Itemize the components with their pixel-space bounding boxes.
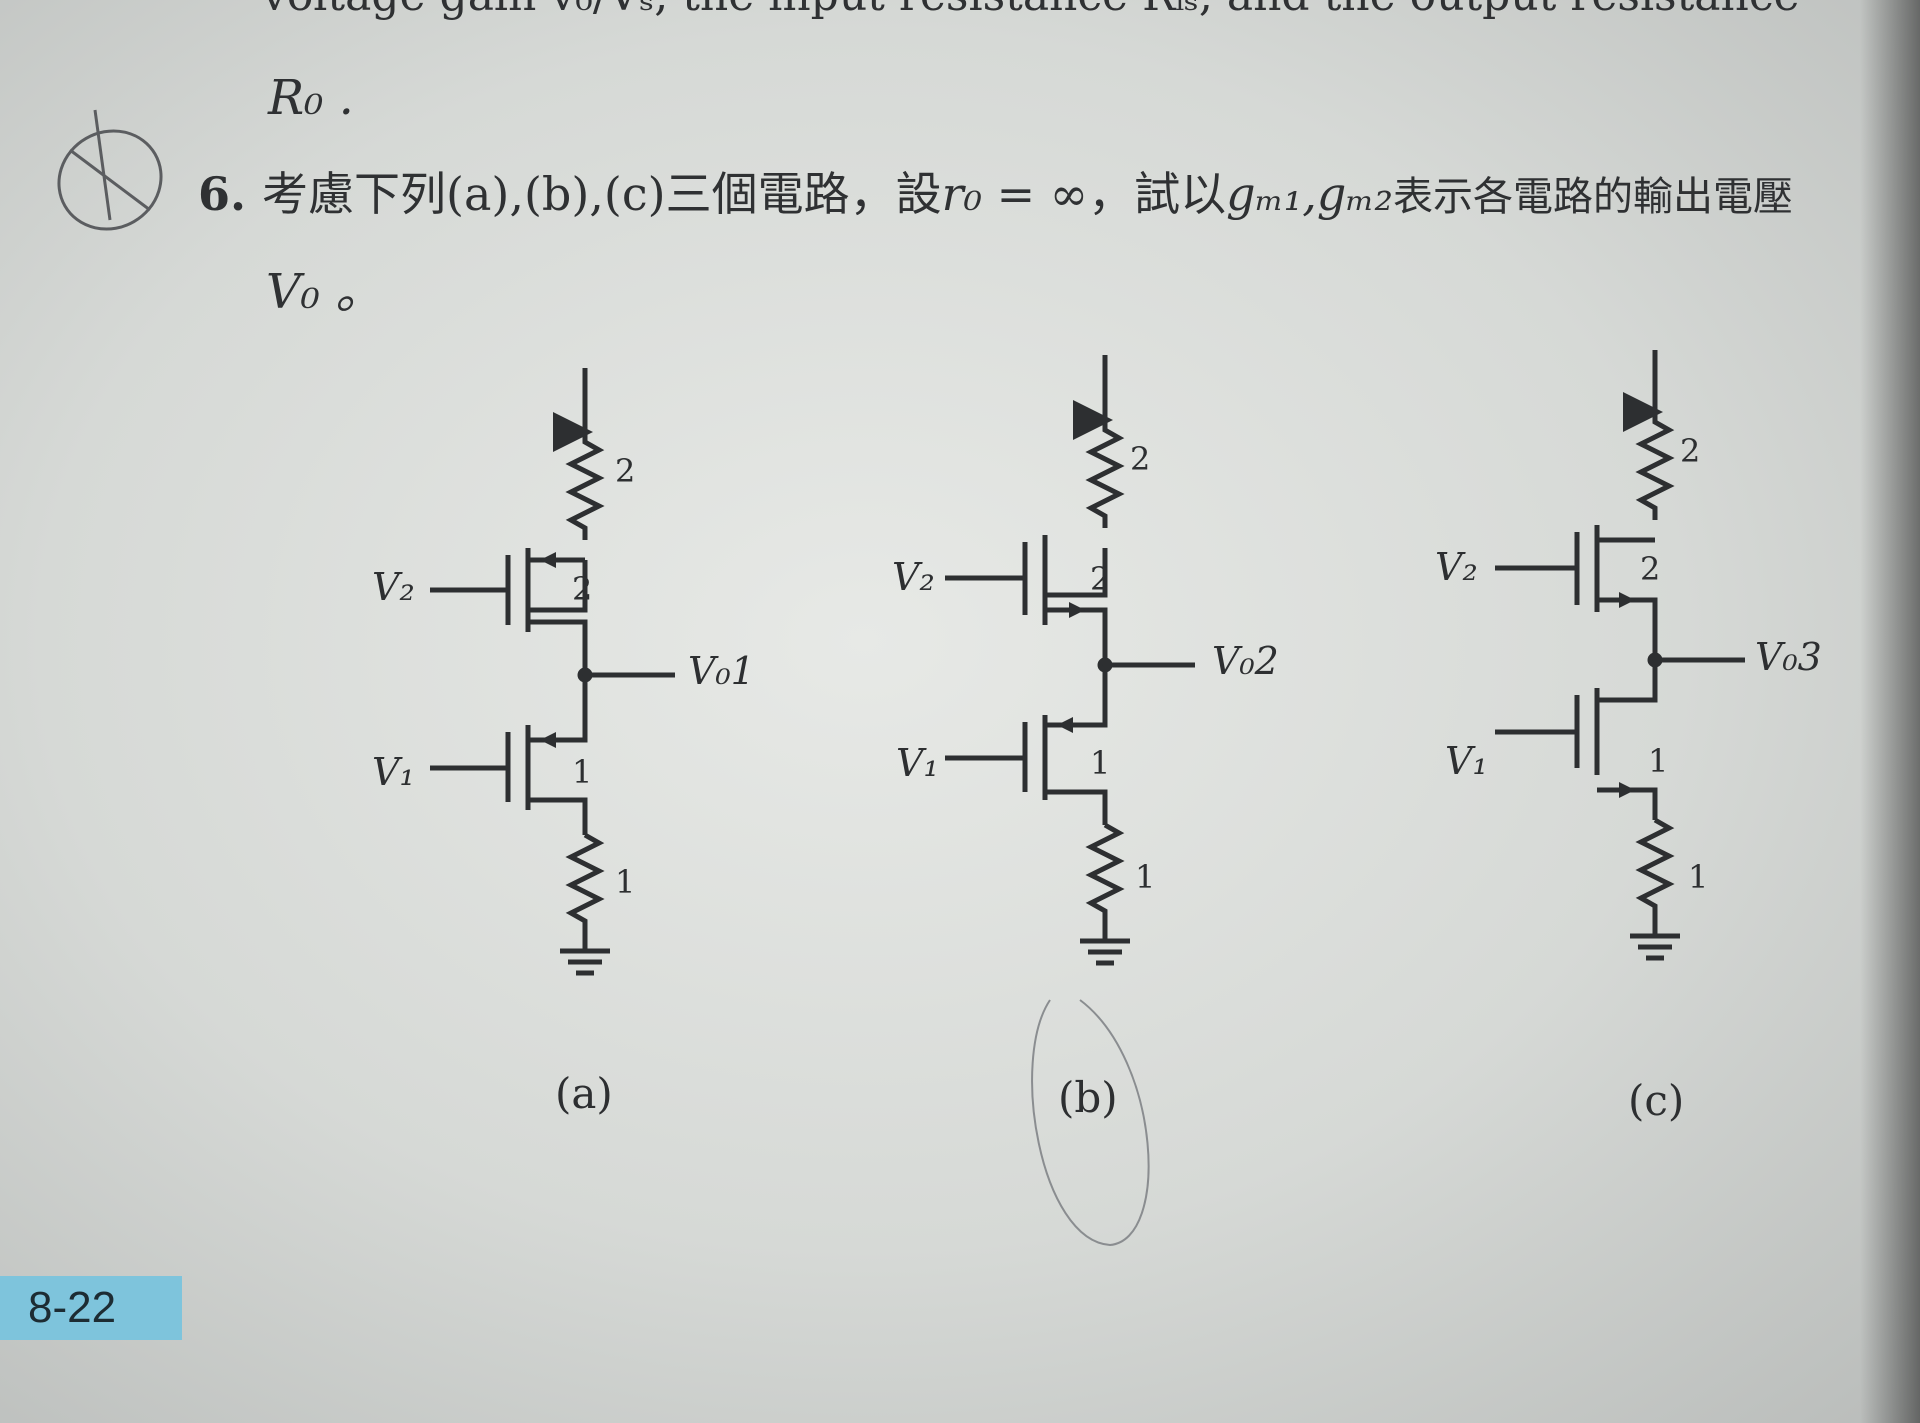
resistor-top [565,432,605,540]
question-number: 6. [198,167,247,221]
a-v2-label: V₂ [372,565,415,609]
b-r-bot-label: 1 [1135,858,1155,896]
b-caption: (b) [1058,1073,1118,1122]
pen-scribble [57,109,163,231]
a-r-bot-label: 1 [615,863,635,901]
arrow-b-top [1069,602,1085,618]
question-text-c: 表示各電路的輸出電壓 [1392,174,1793,220]
question-vo: V₀ 。 [266,264,384,320]
previous-question-line: voltage gain v₀/Vₛ, the input resistance… [262,0,1800,21]
question-text-b: ，試以 [1088,167,1227,221]
c-r-top-label: 2 [1680,432,1700,470]
page-edge-shadow [1860,0,1920,1423]
pencil-oval [1031,999,1150,1247]
b-t-bot-label: 1 [1090,744,1110,782]
c-caption: (c) [1628,1076,1684,1125]
arrow-a-top [540,552,556,568]
c-t-top-label: 2 [1640,550,1660,588]
c-r-bot-label: 1 [1688,858,1708,896]
page-number-tab: 8-22 [0,1276,182,1340]
question-text-a: 考慮下列(a),(b),(c)三個電路，設 [262,167,942,221]
question-gm: gₘ₁,gₘ₂ [1226,167,1393,221]
a-r-top-label: 2 [615,452,635,490]
a-v1-label: V₁ [372,750,415,794]
a-caption: (a) [555,1069,613,1118]
circuit-a [430,368,675,976]
b-t-top-label: 2 [1090,560,1110,598]
previous-question-ro: R₀ . [268,70,354,126]
c-v1-label: V₁ [1445,739,1488,783]
a-t-bot-label: 1 [572,753,592,791]
c-t-bot-label: 1 [1648,742,1668,780]
arrow-c-top [1619,592,1635,608]
b-v2-label: V₂ [892,555,935,599]
arrow-a-bot [540,732,556,748]
question-ro: r₀ = ∞ [941,167,1089,221]
b-v1-label: V₁ [896,741,939,785]
a-out-label: V₀1 [688,649,755,693]
a-t-top-label: 2 [572,570,592,608]
b-out-label: V₀2 [1212,639,1279,683]
c-v2-label: V₂ [1435,545,1478,589]
c-out-label: V₀3 [1755,635,1822,679]
arrow-b-bot [1057,717,1073,733]
question-6-text: 6. 考慮下列(a),(b),(c)三個電路，設r₀ = ∞，試以gₘ₁,gₘ₂表… [198,158,1793,224]
arrow-c-bot [1619,782,1635,798]
b-r-top-label: 2 [1130,440,1150,478]
circuit-b [945,355,1195,966]
